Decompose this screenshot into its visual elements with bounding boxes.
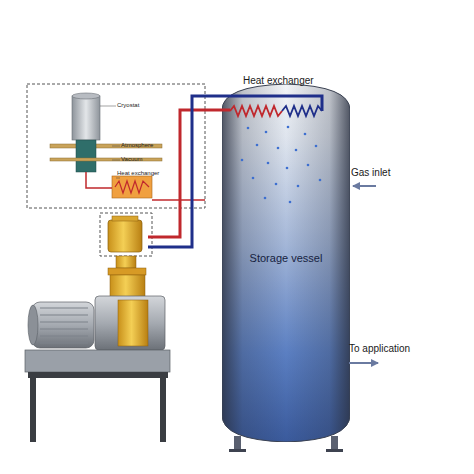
base-plate	[25, 350, 170, 372]
port-label: To application	[349, 343, 410, 355]
inset-label: Vacuum	[121, 156, 143, 163]
cold-head	[108, 220, 142, 252]
supply-pipe	[148, 110, 230, 237]
storage-vessel: Storage vessel	[222, 84, 350, 442]
cryostat-cylinder	[72, 96, 100, 140]
vessel-foot	[326, 449, 343, 452]
stand-leg	[30, 378, 36, 442]
stand-leg	[160, 378, 166, 442]
motor-fins	[40, 308, 88, 343]
inset-pipe	[86, 172, 112, 188]
motor	[32, 302, 94, 348]
vessel-leg	[331, 436, 338, 450]
stand-top	[28, 372, 168, 378]
motor-cap	[28, 305, 38, 345]
inset-label: Atmosphere	[121, 142, 153, 149]
inlet-arrow	[353, 185, 376, 187]
coil-warm	[230, 106, 282, 116]
coil-cold	[282, 106, 322, 116]
inset-frame	[27, 84, 205, 208]
vessel-body	[222, 84, 350, 442]
inset-label: Heat exchanger	[117, 170, 159, 177]
leader-line	[100, 106, 120, 178]
vessel-leg	[234, 436, 241, 450]
vacuum-plate	[50, 158, 162, 161]
part-label: Heat exchanger	[243, 75, 314, 87]
inset-label: Cryostat	[117, 102, 139, 109]
inset-coil	[115, 181, 149, 193]
cryostat-top	[72, 93, 100, 99]
outlet-arrow	[349, 362, 378, 364]
inset-heat-exchanger	[112, 176, 152, 198]
vessel-label: Storage vessel	[222, 252, 350, 265]
vessel-foot	[229, 449, 246, 452]
flange	[108, 268, 146, 275]
return-pipe	[148, 96, 322, 247]
pump-stage	[118, 300, 148, 346]
vessel-shade	[222, 84, 350, 442]
pump-housing	[95, 296, 165, 350]
port-label: Gas inlet	[351, 167, 390, 179]
cold-stage	[76, 140, 96, 172]
detail-frame	[100, 213, 152, 256]
pump-body	[110, 275, 145, 299]
cold-head-neck	[116, 256, 136, 268]
inset-pipe	[152, 199, 205, 201]
droplets	[241, 126, 322, 204]
cold-head-cap	[112, 216, 138, 221]
